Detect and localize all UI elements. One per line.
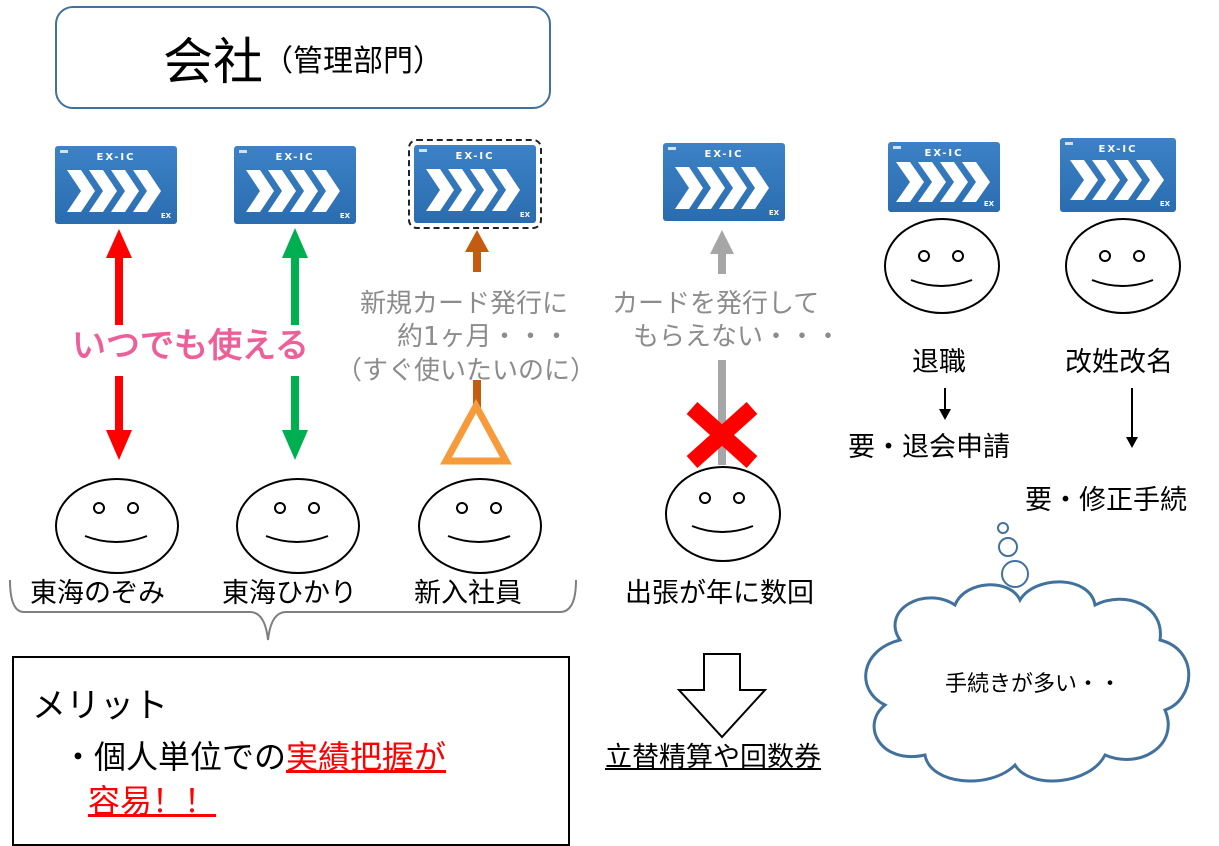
chevrons-icon [675, 167, 769, 209]
person-occasional-face [665, 466, 781, 562]
gray-up-arrow [710, 230, 734, 465]
company-header-box: 会社 （管理部門） [55, 6, 551, 109]
card-title: EX-IC [924, 148, 964, 159]
thought-bubble-large [1001, 560, 1029, 588]
no-card-note-line1: カードを発行して [612, 289, 820, 319]
card-title: EX-IC [704, 149, 744, 160]
person-nozomi-label: 東海のぞみ [30, 578, 165, 609]
merit-bullet: ・個人単位での実績把握が [62, 732, 446, 778]
person-hikari-label: 東海ひかり [222, 578, 357, 609]
ex-ic-card-6: EX-IC EX [1060, 138, 1176, 212]
merit-box: メリット ・個人単位での実績把握が 容易！！ [12, 656, 570, 846]
person-retire-face [884, 218, 1000, 314]
ex-ic-card-4: EX-IC EX [663, 143, 785, 221]
red-cross-mark [686, 402, 758, 468]
card-ex-mark: EX [768, 209, 779, 217]
card-ex-mark: EX [1159, 200, 1170, 208]
card-logo-icon [239, 150, 247, 153]
card-title: EX-IC [275, 152, 315, 163]
green-up-arrow [282, 228, 308, 325]
merit-highlight-2: 容易！！ [88, 782, 217, 820]
smiley-face-icon [910, 250, 973, 287]
thought-bubble-small [997, 522, 1009, 534]
card-logo-icon [419, 149, 427, 152]
person-hikari-face [236, 478, 360, 574]
red-down-arrow [106, 376, 132, 460]
card-logo-icon [893, 146, 901, 149]
chevrons-icon [1070, 160, 1164, 200]
chevrons-icon [896, 162, 990, 202]
thought-cloud [864, 580, 1191, 783]
newcomer-note-line2: 約1ヶ月・・・ [397, 322, 570, 352]
merit-bullet-text: ・個人単位での [62, 738, 287, 776]
smiley-face-icon [691, 492, 754, 533]
chevrons-icon [426, 169, 520, 211]
company-subtitle: （管理部門） [263, 43, 443, 79]
person-newcomer-label: 新入社員 [414, 578, 522, 609]
orange-up-arrow [465, 230, 489, 408]
newcomer-note-line1: 新規カード発行に [360, 289, 569, 319]
ex-ic-card-2: EX-IC EX [234, 146, 356, 224]
smiley-face-icon [447, 502, 511, 543]
card-ex-mark: EX [160, 212, 171, 220]
diagram-connectors [9, 228, 1191, 783]
ex-ic-card-3-pending: EX-IC EX [408, 139, 542, 229]
card-title: EX-IC [1098, 144, 1138, 155]
red-up-arrow [106, 229, 132, 325]
smiley-face-icon [84, 502, 148, 543]
chevrons-icon [67, 170, 161, 212]
card-title: EX-IC [96, 152, 136, 163]
hollow-down-arrow [676, 653, 768, 739]
merit-title: メリット [32, 686, 168, 726]
cloud-text: 手続きが多い・・ [945, 672, 1122, 697]
card-ex-mark: EX [519, 211, 530, 219]
triangle-warning-mark [440, 398, 512, 465]
ex-ic-card-5: EX-IC EX [888, 142, 1000, 212]
person-rename-face [1065, 218, 1181, 314]
person-occasional-label: 出張が年に数回 [625, 578, 814, 609]
smiley-face-icon [265, 502, 329, 543]
company-title: 会社 [163, 32, 263, 91]
card-logo-icon [1065, 142, 1073, 145]
no-card-note-line2: もらえない・・・ [633, 322, 842, 352]
person-rename-label: 改姓改名 [1065, 347, 1173, 378]
chevrons-icon [246, 170, 340, 212]
alternative-method: 立替精算や回数券 [605, 742, 821, 773]
card-logo-icon [668, 147, 676, 150]
smiley-face-icon [1091, 250, 1154, 287]
usable-anytime-label: いつでも使える [72, 326, 309, 366]
card-logo-icon [60, 150, 68, 153]
newcomer-note-line3: （すぐ使いたいのに） [336, 356, 597, 386]
group-brace [9, 579, 577, 641]
person-retire-label: 退職 [912, 347, 966, 378]
retire-down-arrow [939, 388, 951, 420]
thought-bubble-medium [998, 537, 1018, 557]
card-title: EX-IC [455, 151, 495, 162]
merit-highlight-1: 実績把握が [286, 738, 447, 776]
ex-ic-card-1: EX-IC EX [55, 146, 177, 224]
retire-requirement: 要・退会申請 [848, 432, 1010, 463]
card-ex-mark: EX [339, 212, 350, 220]
rename-requirement: 要・修正手続 [1025, 485, 1187, 516]
card-ex-mark: EX [983, 200, 994, 208]
person-nozomi-face [55, 478, 179, 574]
merit-bullet-continued: 容易！！ [88, 776, 216, 822]
green-down-arrow [282, 376, 308, 460]
rename-down-arrow [1126, 388, 1138, 448]
person-newcomer-face [418, 478, 542, 574]
